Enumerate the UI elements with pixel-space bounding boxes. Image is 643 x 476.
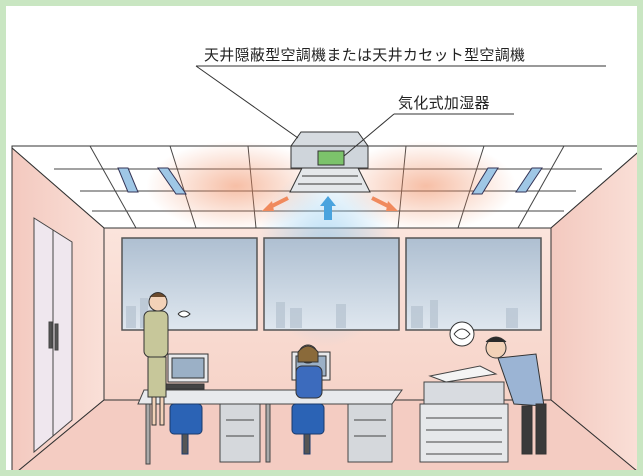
office-chair-icon [169, 403, 325, 455]
air-conditioner-callout: 天井隠蔽型空調機または天井カセット型空調機 [204, 46, 526, 64]
ceiling-cassette-unit-icon [289, 131, 371, 193]
air-flow-arrow-icon [262, 196, 398, 220]
office-worker-icon [143, 292, 547, 455]
ceiling-light-icon [117, 167, 543, 195]
door-icon [33, 217, 73, 454]
humidifier-callout: 気化式加湿器 [398, 94, 490, 112]
office-scene [11, 65, 637, 470]
callout-leader-lines [195, 65, 606, 157]
floor [18, 399, 637, 470]
humidifier-icon [317, 150, 345, 166]
desk-icon [137, 389, 403, 465]
window-icon [121, 237, 542, 331]
copier-icon [419, 365, 509, 463]
